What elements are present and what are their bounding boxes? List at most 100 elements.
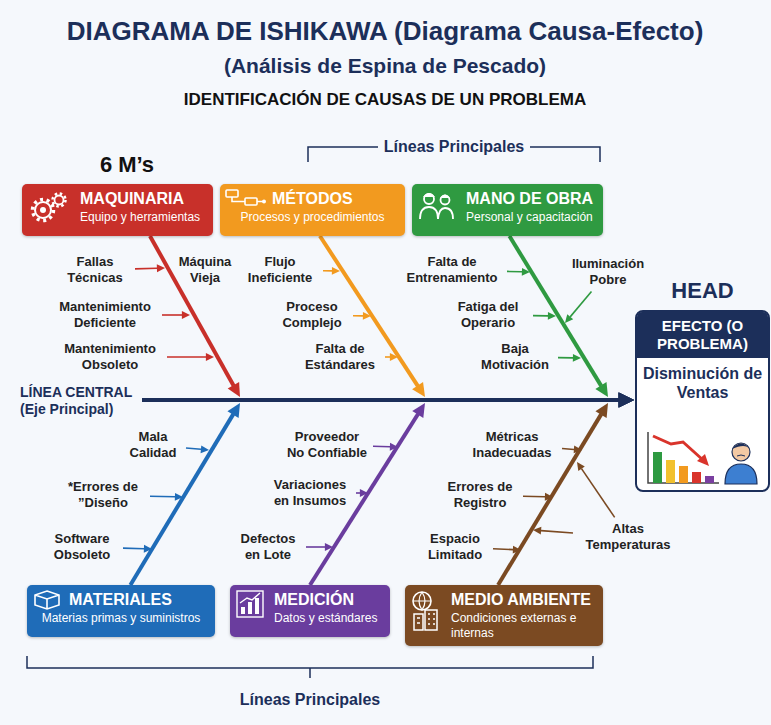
- arrow-head: [144, 545, 152, 553]
- leader-line: [353, 315, 363, 317]
- bottom-bracket: [27, 656, 593, 678]
- category-box: MÉTODOSProcesos y procedimientos: [220, 184, 405, 236]
- cause-label: Flujo Ineficiente: [242, 254, 318, 285]
- category-subtitle: Procesos y procedimientos: [226, 210, 399, 224]
- section-label: Líneas Principales: [240, 690, 381, 709]
- category-heading-text: MATERIALES: [69, 591, 172, 608]
- arrow-head: [412, 403, 425, 418]
- cause-label: Baja Motivación: [477, 341, 553, 372]
- cause-label: Iluminación Pobre: [563, 256, 653, 287]
- arrow-head: [227, 403, 240, 418]
- arrow-head: [619, 393, 634, 408]
- arrow-head: [412, 382, 425, 397]
- arrow-head: [595, 382, 608, 397]
- environment-icon: [410, 590, 442, 632]
- leader-line: [323, 270, 332, 272]
- cause-label: Altas Temperaturas: [578, 521, 678, 552]
- arrow-head: [577, 462, 585, 471]
- leader-line: [306, 546, 325, 548]
- leader-line: [523, 495, 545, 497]
- arrow-head: [157, 264, 165, 272]
- arrow-head: [390, 443, 398, 451]
- arrow-head: [332, 267, 340, 275]
- arrow-head: [360, 489, 368, 497]
- workers-icon: [417, 189, 459, 223]
- cause-label: Mantenimiento Obsoleto: [58, 341, 162, 372]
- spine-line: [425, 398, 620, 402]
- category-box: MEDICIÓNDatos y estándares: [230, 585, 390, 637]
- bone-connector: [150, 236, 634, 407]
- section-label: LÍNEA CENTRAL (Eje Principal): [20, 384, 150, 418]
- bone-connector: [310, 393, 634, 585]
- arrow-head: [175, 493, 183, 501]
- arrow-head: [619, 393, 634, 408]
- spine-line: [240, 398, 620, 402]
- cause-label: Mala Calidad: [125, 429, 181, 460]
- category-subtitle: Personal y capacitación: [418, 210, 597, 224]
- spine-line: [425, 398, 620, 402]
- arrow-head: [619, 393, 634, 408]
- m-count: 6 M’s: [100, 152, 154, 178]
- leader-line: [167, 356, 206, 358]
- cause-label: Máquina Vieja: [172, 254, 238, 285]
- category-heading-text: MEDICIÓN: [274, 591, 354, 608]
- leader-line: [123, 547, 144, 549]
- leader-line: [507, 271, 522, 273]
- category-heading-text: MEDIO AMBIENTE: [451, 591, 591, 608]
- section-label: IDENTIFICACIÓN DE CAUSAS DE UN PROBLEMA: [184, 90, 586, 110]
- arrow-head: [619, 393, 634, 408]
- sales-drop-illustration: [645, 430, 763, 486]
- cause-label: Software Obsoleto: [46, 531, 118, 562]
- cause-label: Variaciones en Insumos: [269, 477, 351, 508]
- spine-line: [608, 398, 620, 402]
- arrow-head: [533, 527, 541, 535]
- arrow-head: [228, 382, 240, 397]
- leader-line: [562, 448, 574, 450]
- bone-connector: [498, 393, 634, 585]
- effect-band: EFECTO (O PROBLEMA): [637, 312, 768, 358]
- cause-label: Fatiga del Operario: [448, 299, 528, 330]
- arrow-head: [545, 493, 553, 501]
- effect-text: Disminución de Ventas: [637, 364, 768, 402]
- cause-label: Métricas Inadecuadas: [467, 429, 557, 460]
- cube-icon: [33, 590, 61, 610]
- section-label: (Análisis de Espina de Pescado): [224, 53, 546, 78]
- category-heading: MEDIO AMBIENTE: [411, 590, 597, 609]
- leader-line: [162, 314, 182, 316]
- leader-line: [493, 548, 513, 551]
- leader-line: [558, 357, 573, 359]
- gear-icon: [28, 190, 72, 230]
- cause-label: Falta de Estándares: [300, 341, 380, 372]
- arrow-head: [206, 353, 214, 361]
- cause-label: Proveedor No Confiable: [286, 429, 368, 460]
- category-heading-text: MAQUINARIA: [80, 190, 184, 207]
- leader-line: [541, 531, 573, 533]
- arrow-head: [573, 354, 581, 362]
- leader-line: [135, 267, 157, 269]
- arrow-head: [574, 446, 582, 454]
- cause-label: *Errores de ”Diseño: [61, 479, 145, 510]
- leader-line: [150, 495, 175, 497]
- arrow-head: [548, 312, 556, 320]
- leader-line: [581, 469, 614, 518]
- arrow-head: [595, 403, 608, 418]
- category-subtitle: Condiciones externas e internas: [411, 611, 597, 640]
- arrow-head: [325, 543, 333, 551]
- cause-label: Espacio Limitado: [422, 531, 488, 562]
- leader-line: [570, 292, 591, 317]
- arrow-head: [619, 393, 634, 408]
- section-label: Líneas Principales: [378, 137, 531, 156]
- head-label: HEAD: [637, 278, 768, 304]
- category-box: MEDIO AMBIENTE Condiciones externas e int…: [405, 585, 603, 646]
- chart-icon: [236, 590, 264, 618]
- arrow-head: [522, 268, 530, 276]
- arrow-head: [390, 353, 398, 361]
- bone-connector: [130, 393, 634, 585]
- spine-start: [142, 398, 242, 402]
- leader-line: [533, 315, 548, 317]
- cause-label: Defectos en Lote: [235, 531, 301, 562]
- category-box: MATERIALESMaterias primas y suministros: [27, 585, 215, 637]
- cause-label: Fallas Técnicas: [60, 254, 130, 285]
- cause-label: Errores de Registro: [442, 479, 518, 510]
- arrow-head: [363, 312, 371, 320]
